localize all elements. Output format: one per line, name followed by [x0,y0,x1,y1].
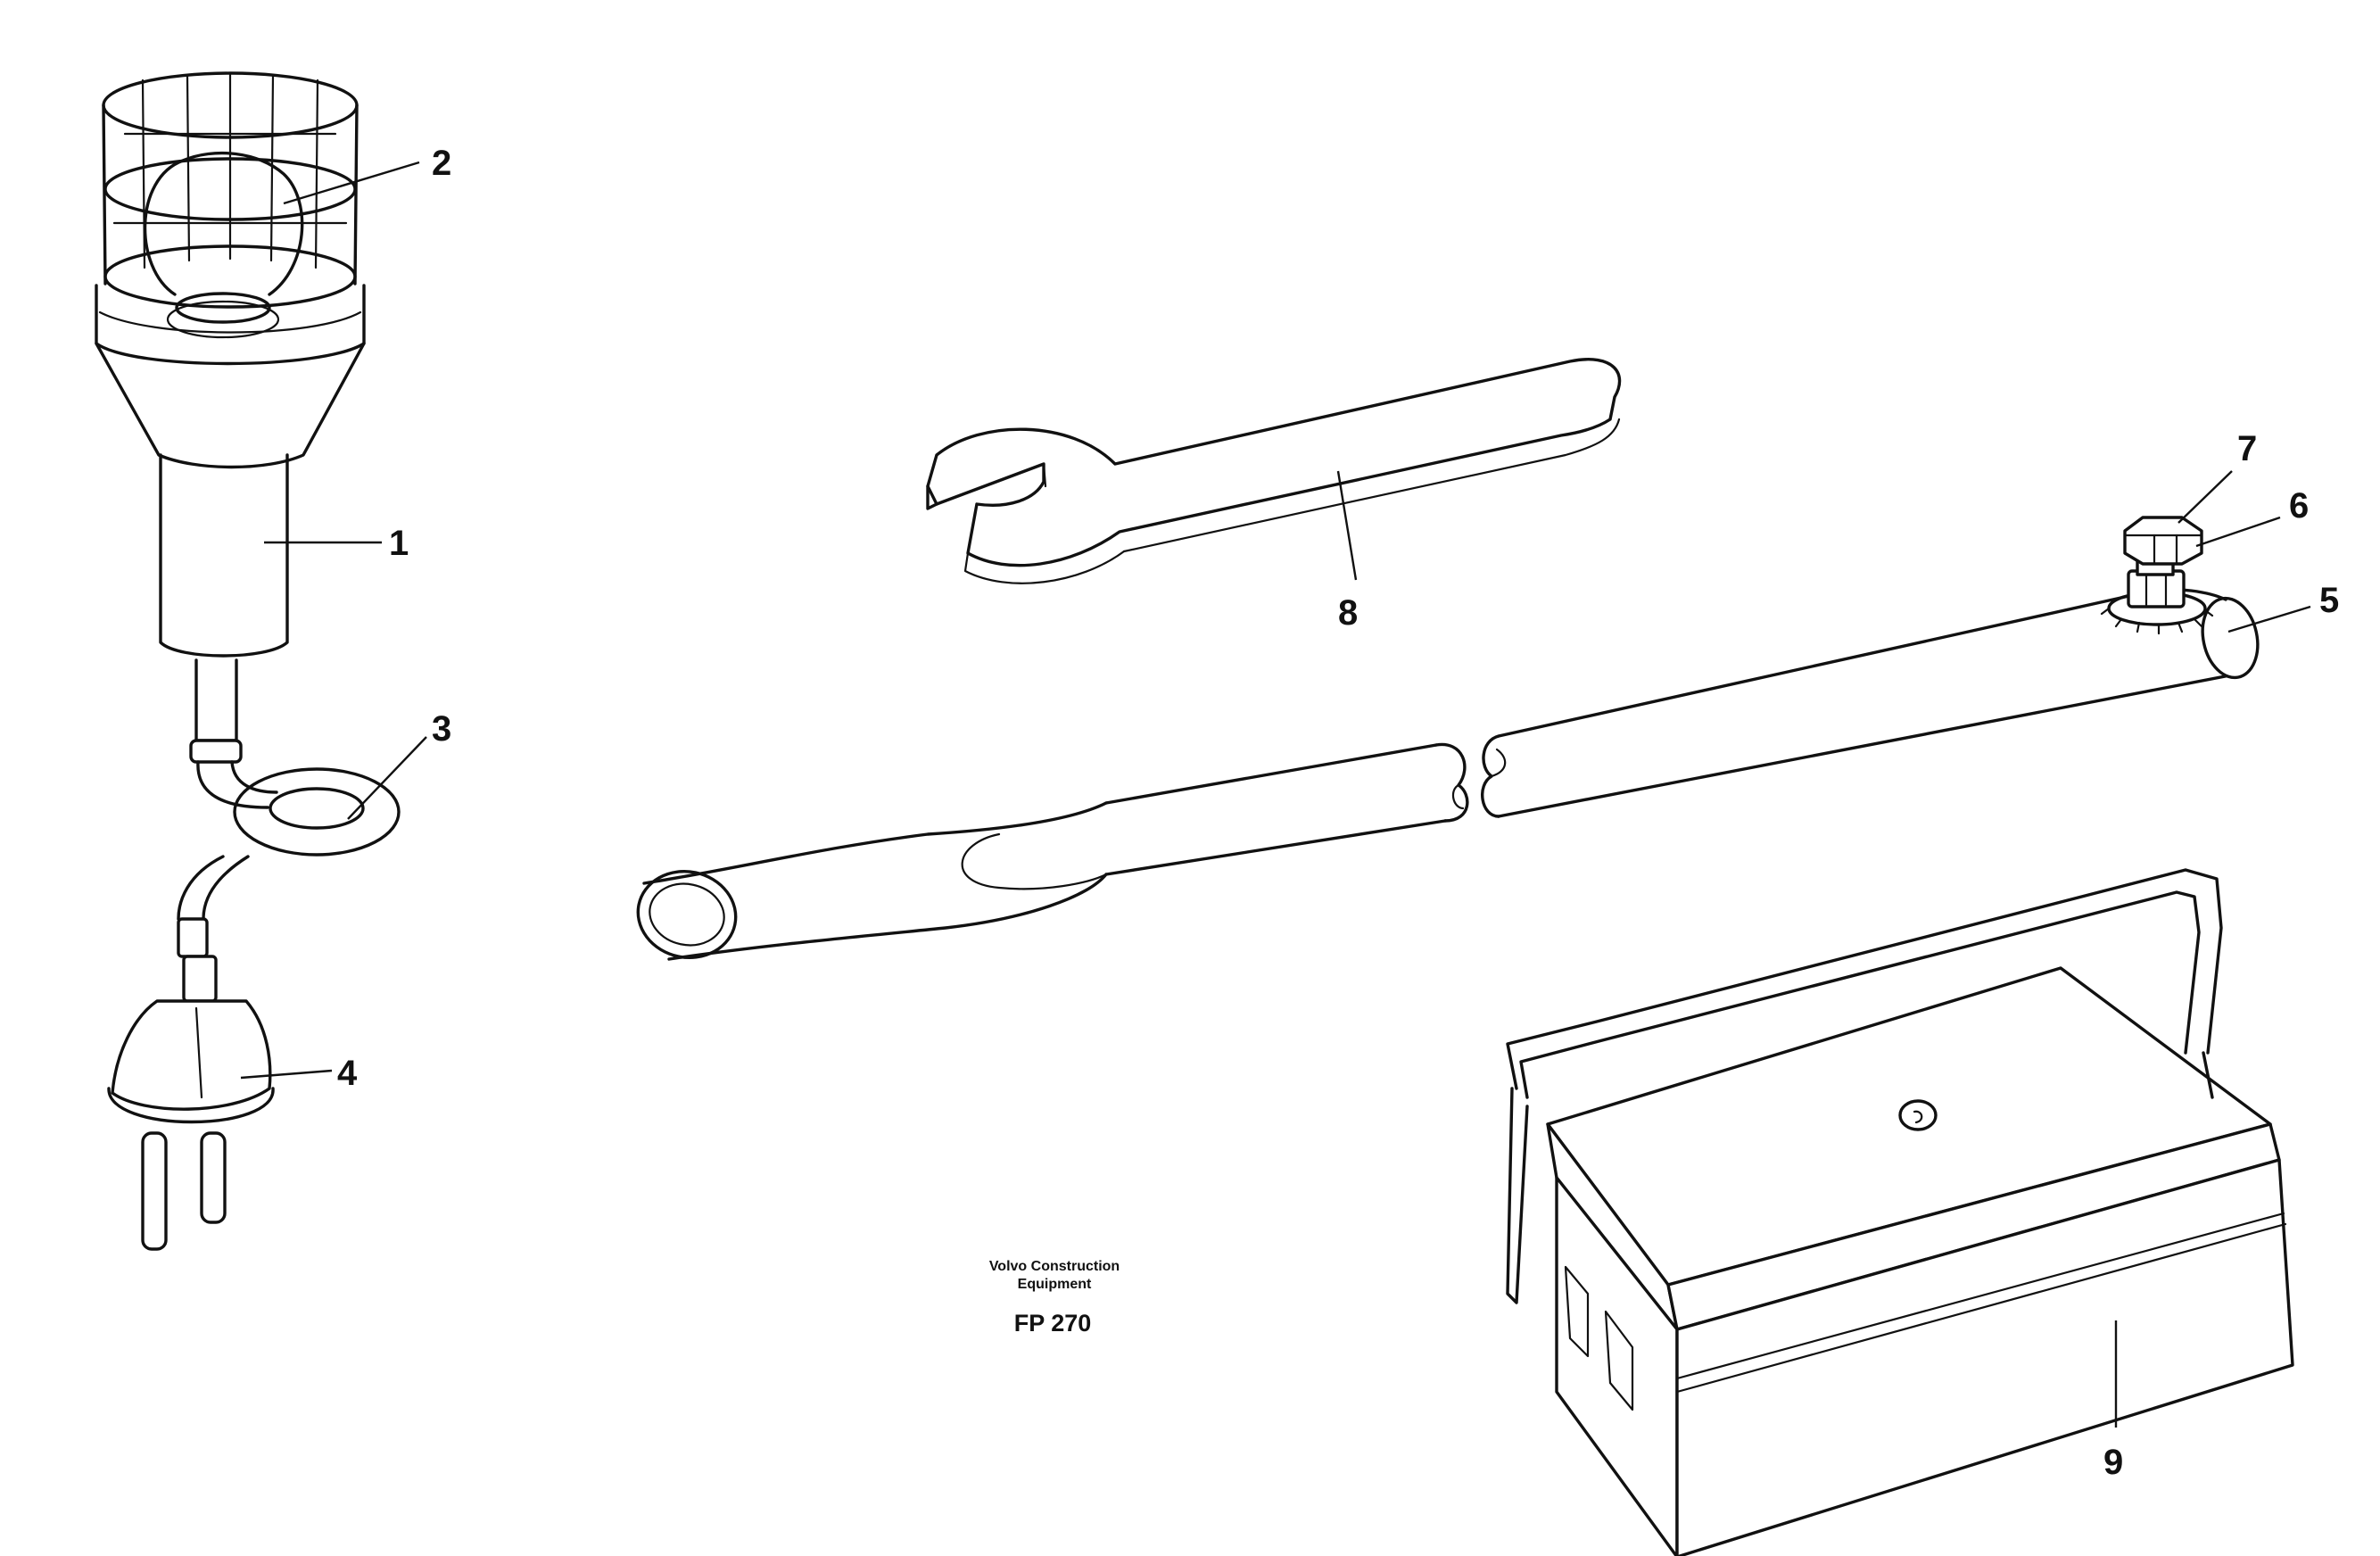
callout-3: 3 [432,709,451,749]
cable-hanging-hook [233,767,401,857]
callout-7: 7 [2237,429,2257,468]
callout-6: 6 [2289,486,2309,526]
lamp-housing [95,284,366,469]
lamp-cable [177,739,278,921]
callout-5: 5 [2319,581,2339,620]
brand-line-2: Equipment [1018,1277,1092,1292]
callout-9: 9 [2103,1443,2123,1482]
figure-caption: Volvo Construction Equipment FP 270 [989,1259,1120,1337]
lamp-handle [159,453,289,742]
light-bulb [143,151,304,339]
callout-8: 8 [1338,593,1358,633]
electric-plug [107,917,275,1251]
callout-4: 4 [337,1054,358,1093]
callout-1: 1 [389,524,409,563]
figure-code: FP 270 [1014,1310,1092,1337]
bolt-and-nut [2100,516,2214,635]
open-end-wrench [926,358,1622,584]
callout-2: 2 [432,144,451,183]
inspection-lamp [95,71,401,1251]
leader-lines [240,161,2311,1428]
brand-line-1: Volvo Construction [989,1259,1120,1274]
pry-bar [636,516,2260,961]
lamp-guard-cage [102,71,359,309]
tool-box [1506,868,2294,1556]
